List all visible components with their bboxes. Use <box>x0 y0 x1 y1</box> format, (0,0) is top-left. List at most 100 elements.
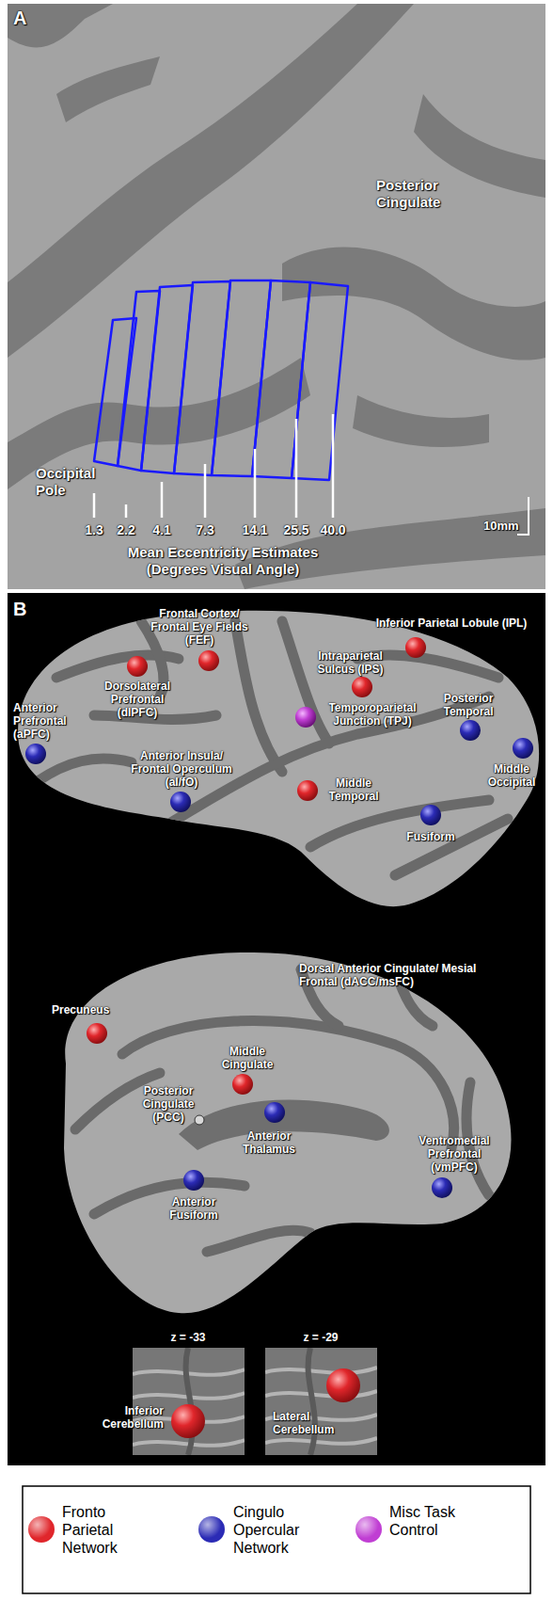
eccentricity-value: 2.2 <box>107 521 145 538</box>
cerebellum-slices-part-part <box>265 1437 378 1443</box>
network-dots-part <box>405 636 427 658</box>
region-label: Posterior Temporal <box>434 691 503 718</box>
lateral-brain-part <box>17 610 539 906</box>
lateral-brain-part-part <box>235 620 283 772</box>
region-label: Intraparietal Sulcus (IPS) <box>305 648 395 676</box>
cerebellum-slices-part-part <box>265 1366 378 1373</box>
panel-b-ground-part <box>7 592 546 1465</box>
network-dots-part <box>264 1101 285 1122</box>
eccentricity-ticks-part <box>93 492 96 518</box>
network-dots-part <box>194 1114 205 1124</box>
legend-text: Cingulo Opercular Network <box>233 1501 332 1556</box>
cerebellum-slices-part <box>265 1346 378 1454</box>
legend-text: Misc Task Control <box>389 1501 469 1538</box>
region-label: Posterior Cingulate (PCC) <box>130 1083 206 1123</box>
network-dots-part <box>183 1169 205 1190</box>
region-label: Middle Temporal <box>319 775 388 803</box>
panel-a-surface-part-part <box>7 3 113 48</box>
network-dots-part <box>198 649 220 671</box>
network-dots-part <box>297 779 318 801</box>
network-dots-part <box>326 1367 361 1402</box>
panel-a-surface <box>7 3 546 589</box>
panel-a-surface-part-part <box>282 247 546 361</box>
region-label: Middle Cingulate <box>211 1043 284 1071</box>
region-label: Middle Occipital <box>477 761 546 789</box>
region-label: Dorsal Anterior Cingulate/ Mesial Fronta… <box>299 961 480 988</box>
network-dots-part <box>232 1073 253 1094</box>
scale-label: 10mm <box>483 518 525 533</box>
network-dots-part <box>351 676 373 697</box>
cerebellum-slices-part-part <box>186 1346 193 1454</box>
eccentricity-ticks-part <box>295 418 299 518</box>
region-label: Anterior Insula/ Frontal Operculum (aI/f… <box>120 748 243 789</box>
region-label: Inferior Parietal Lobule (IPL) <box>367 616 536 630</box>
region-label: Occipital Pole <box>35 464 111 498</box>
axis-caption: Mean Eccentricity Estimates (Degrees Vis… <box>105 543 341 577</box>
region-label: Fusiform <box>393 829 469 843</box>
cerebellum-slices-part <box>132 1346 245 1454</box>
panel-letter: B <box>13 598 51 620</box>
cerebellum-slices-part <box>265 1346 378 1454</box>
eccentricity-bands-part <box>141 284 193 474</box>
eccentricity-ticks <box>94 413 333 518</box>
eccentricity-bands-part <box>291 282 348 480</box>
eccentricity-ticks-part <box>331 413 335 518</box>
legend-box <box>22 1485 531 1593</box>
eccentricity-ticks-part <box>253 448 257 518</box>
network-dots-part <box>431 1176 453 1198</box>
cerebellum-slices-part-part <box>308 1346 316 1454</box>
scale-bar-part <box>527 496 530 536</box>
network-dots-part <box>126 655 148 677</box>
eccentricity-ticks-part <box>125 504 128 518</box>
legend-swatch <box>28 1515 55 1542</box>
region-label: Posterior Cingulate <box>376 176 471 210</box>
medial-brain-part-part <box>206 1229 311 1251</box>
region-label: Frontal Cortex/ Frontal Eye Fields (FEF) <box>139 606 260 647</box>
slice-label: z = -33 <box>159 1329 217 1343</box>
network-dots <box>25 636 534 1438</box>
legend-text: Fronto Parietal Network <box>62 1501 147 1556</box>
medial-brain-part <box>75 968 490 1251</box>
region-label: Anterior Prefrontal (aPFC) <box>13 700 87 741</box>
lateral-brain <box>17 610 539 906</box>
panel-a-surface-part-part <box>352 395 490 447</box>
lateral-brain-part-part <box>282 620 330 743</box>
region-label: Precuneus <box>51 1002 129 1016</box>
region-label: Anterior Fusiform <box>156 1194 232 1221</box>
cerebellum-slices-part-part <box>265 1390 378 1396</box>
eccentricity-value: 4.1 <box>142 521 181 538</box>
slice-label: z = -29 <box>292 1329 349 1343</box>
medial-brain <box>63 951 512 1312</box>
legend-swatch <box>355 1515 382 1542</box>
eccentricity-bands <box>94 280 348 480</box>
network-dots-part <box>25 742 47 764</box>
cerebellum-slices-part <box>132 1346 245 1454</box>
lateral-brain-part-part <box>37 758 132 781</box>
network-dots-part <box>512 737 534 759</box>
network-dots-part <box>86 1022 108 1043</box>
eccentricity-value: 14.1 <box>236 521 274 538</box>
eccentricity-value: 25.5 <box>277 521 316 538</box>
legend-swatch <box>198 1515 225 1542</box>
cerebellum-slices <box>132 1346 378 1454</box>
network-dots-part <box>459 719 481 741</box>
network-dots-part <box>171 1403 206 1438</box>
eccentricity-bands-part <box>117 290 160 471</box>
eccentricity-ticks-part <box>204 463 207 518</box>
panel-a-surface-part <box>7 3 546 589</box>
network-dots-part <box>170 790 191 812</box>
eccentricity-value: 40.0 <box>314 521 352 538</box>
scale-bar-part <box>517 533 529 536</box>
lateral-brain-part <box>37 620 508 875</box>
lateral-brain-part-part <box>395 818 508 875</box>
network-dots-part <box>420 804 442 825</box>
scale-bar <box>517 496 529 536</box>
network-dots-part <box>295 706 316 727</box>
region-label: Temporoparietal Junction (TPJ) <box>319 700 426 727</box>
region-label: Anterior Thalamus <box>230 1128 308 1155</box>
eccentricity-value: 7.3 <box>186 521 224 538</box>
medial-brain-part-part <box>94 1181 245 1214</box>
region-label: Inferior Cerebellum <box>84 1403 164 1430</box>
